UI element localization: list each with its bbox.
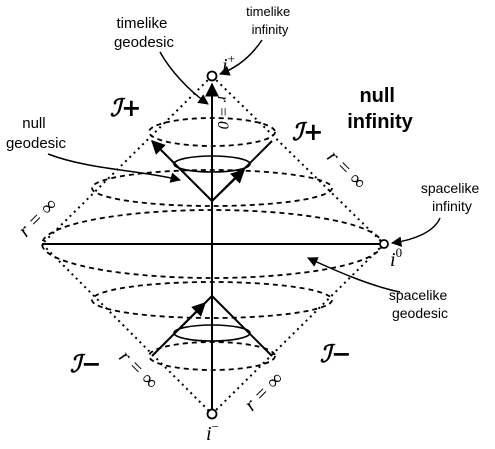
null-geodesic-arrow <box>47 153 182 183</box>
boundary-lower-left <box>41 243 213 415</box>
cone-rim <box>173 155 251 173</box>
cone-arrow <box>179 302 206 329</box>
boundary-upper-left <box>41 75 213 245</box>
lower-light-cone <box>151 295 273 357</box>
spacelike-geodesic-label: spacelike geodesic <box>389 287 451 321</box>
scri-plus-left-label: ℐ+ <box>110 93 141 122</box>
spacelike-geodesic-arrow <box>307 257 401 293</box>
i-minus-label: i− <box>206 419 219 444</box>
timelike-geodesic-arrow <box>159 51 209 105</box>
null-geodesic-label: null geodesic <box>6 115 67 152</box>
cone-rim <box>173 324 251 342</box>
boundary-lower-right <box>211 243 385 415</box>
upper-light-cone <box>151 140 273 202</box>
cone-arrow <box>211 169 246 202</box>
null-infinity-label: null infinity <box>347 85 413 133</box>
spacelike-infinity-arrow <box>390 217 441 247</box>
timelike-infinity-label: timelike infinity <box>246 4 294 37</box>
i-zero-label: i0 <box>390 245 402 271</box>
callout-arrows <box>47 39 441 293</box>
past-timelike-infinity-point <box>206 408 218 420</box>
scri-minus-right-label: ℐ− <box>320 339 351 368</box>
cone-edge-right <box>211 295 273 357</box>
conformal-boundary <box>41 75 385 415</box>
r-infinity-lower-right: r = ∞ <box>240 368 288 416</box>
boundary-upper-right <box>211 75 385 245</box>
cone-edge-left <box>151 140 213 202</box>
r-zero-label: r = 0 <box>214 96 231 129</box>
scri-minus-left-label: ℐ− <box>70 349 101 378</box>
scri-plus-right-label: ℐ+ <box>292 117 323 146</box>
r-infinity-upper-right: r = ∞ <box>322 146 370 194</box>
spacelike-infinity-label: spacelike infinity <box>421 180 483 214</box>
timelike-infinity-arrow <box>219 39 263 76</box>
future-timelike-infinity-point <box>206 70 218 82</box>
spatial-infinity-point <box>379 239 389 249</box>
timelike-geodesic-label: timelike geodesic <box>114 15 175 51</box>
r-infinity-upper-left: r = ∞ <box>14 194 62 242</box>
